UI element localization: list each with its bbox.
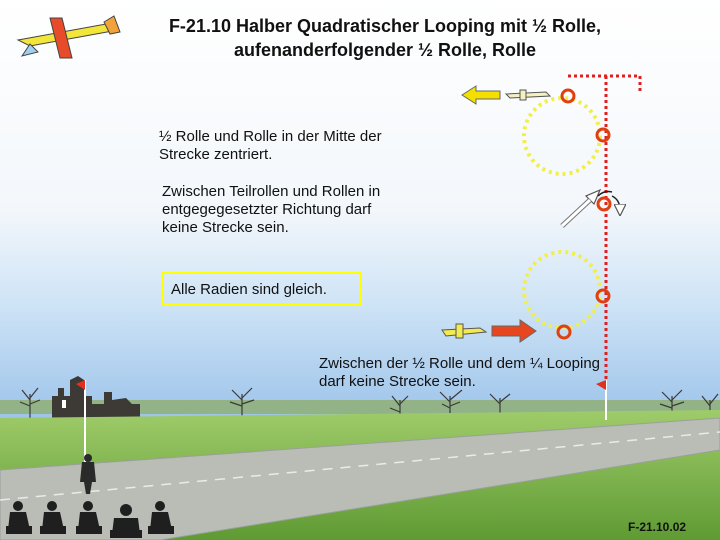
page-title: F-21.10 Halber Quadratischer Looping mit… xyxy=(125,14,645,62)
pilot-figure xyxy=(80,454,96,494)
entry-arrow xyxy=(491,319,537,343)
note-centered: ½ Rolle und Rolle in der Mitte der Strec… xyxy=(159,128,382,163)
tree-line xyxy=(0,400,720,414)
exit-arrow xyxy=(461,85,501,105)
note-between-half-roll-loop: Zwischen der ½ Rolle und dem ¼ Looping d… xyxy=(319,355,601,390)
roll-rotation-arrows xyxy=(597,190,620,211)
aircraft-bottom xyxy=(441,323,488,339)
roll-direction-arrow xyxy=(560,188,602,228)
center-flight-line xyxy=(568,74,642,380)
title-line-2: aufenanderfolgender ½ Rolle, Rolle xyxy=(233,40,537,60)
judge-flag xyxy=(76,380,86,470)
runway-centerline xyxy=(0,431,720,501)
aircraft-logo xyxy=(16,15,121,59)
figure-code: F-21.10.02 xyxy=(628,520,687,534)
note-radii: Alle Radien sind gleich. xyxy=(162,272,362,306)
note-between-rolls: Zwischen Teilrollen und Rollen in entgeg… xyxy=(162,183,381,236)
upper-loop-path xyxy=(522,96,602,176)
title-line-1: F-21.10 Halber Quadratischer Looping mit… xyxy=(168,16,602,36)
roll-markers xyxy=(556,88,612,340)
distance-flag xyxy=(596,380,607,420)
judges-row xyxy=(6,501,174,538)
aircraft-top xyxy=(504,89,552,101)
